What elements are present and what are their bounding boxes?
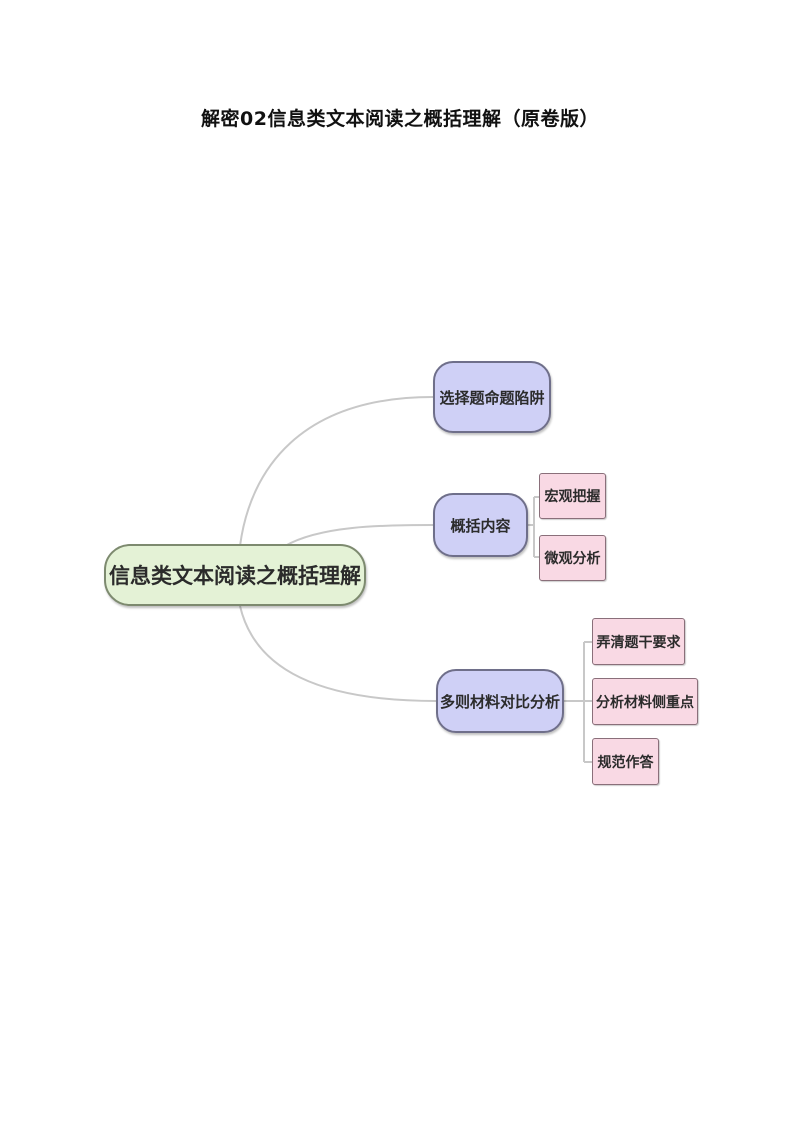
- leaf-node-standard-answer: 规范作答: [592, 738, 659, 785]
- connector-root-b2: [284, 524, 434, 547]
- connector-b3-leaves: [564, 641, 592, 763]
- connector-b2-leaves: [528, 496, 539, 558]
- leaf-node-macro-grasp: 宏观把握: [539, 473, 606, 519]
- connector-root-b1: [239, 396, 434, 547]
- connector-root-b3: [239, 605, 437, 702]
- branch-node-choice-traps: 选择题命题陷阱: [433, 361, 551, 433]
- mindmap-root-node: 信息类文本阅读之概括理解: [104, 544, 366, 606]
- branch-node-multi-material-comparison: 多则材料对比分析: [436, 669, 564, 733]
- leaf-node-clarify-question: 弄清题干要求: [592, 618, 685, 665]
- leaf-node-micro-analysis: 微观分析: [539, 535, 606, 581]
- page-title: 解密02信息类文本阅读之概括理解（原卷版）: [201, 108, 599, 130]
- branch-node-summarize-content: 概括内容: [433, 493, 528, 557]
- leaf-node-material-focus: 分析材料侧重点: [592, 678, 698, 725]
